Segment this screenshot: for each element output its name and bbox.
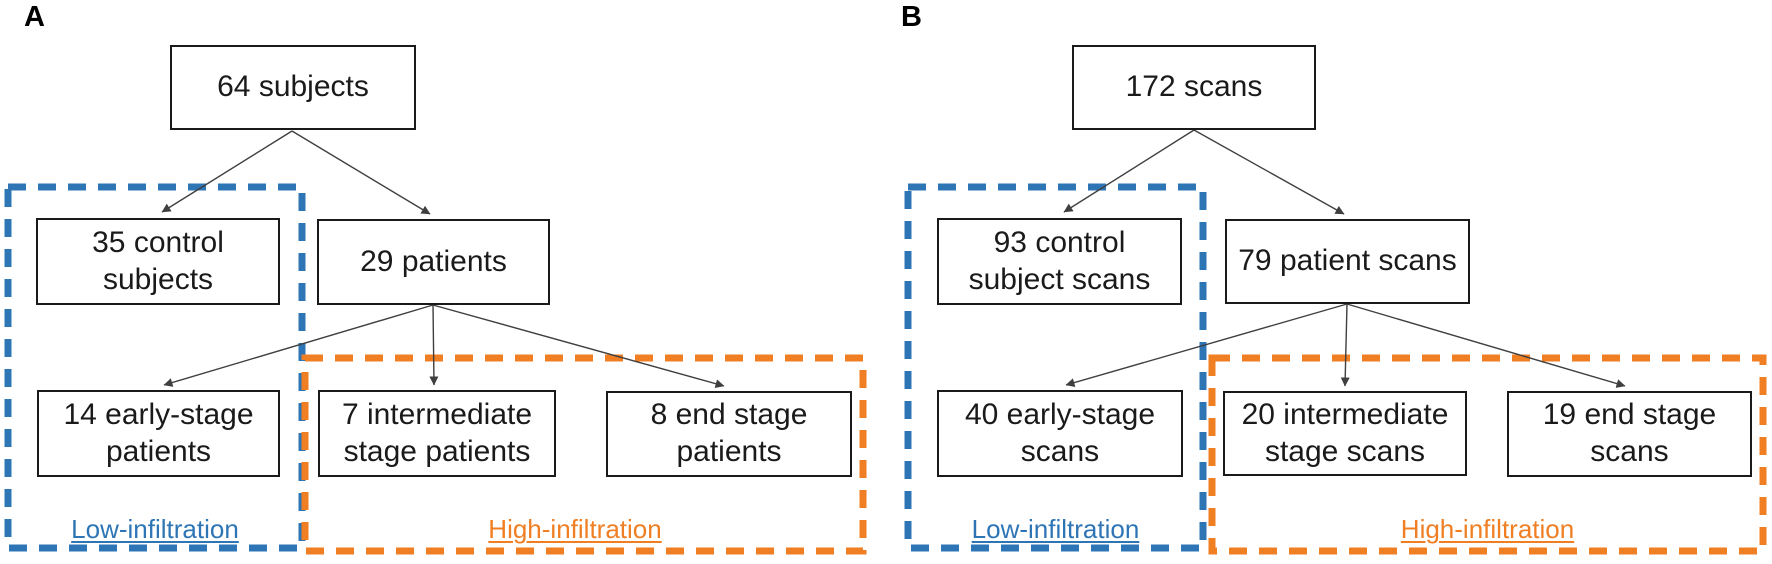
arrow-b-patients-to-intermediate <box>1340 303 1350 387</box>
box-control-subject-scans: 93 control subject scans <box>937 218 1182 305</box>
panel-label-b: B <box>901 1 922 33</box>
box-intermediate-stage-patients: 7 intermediate stage patients <box>318 390 556 477</box>
arrow-a-patients-to-early <box>163 304 434 387</box>
high-infiltration-label-a: High-infiltration <box>488 514 662 544</box>
box-control-subjects: 35 control subjects <box>36 218 280 305</box>
arrow-b-root-to-control <box>1063 129 1195 213</box>
high-infiltration-label-b: High-infiltration <box>1400 514 1575 544</box>
box-end-stage-scans: 19 end stage scans <box>1507 391 1752 477</box>
box-total-subjects: 64 subjects <box>170 45 416 130</box>
box-intermediate-stage-scans: 20 intermediate stage scans <box>1223 391 1467 476</box>
arrow-a-root-to-patients <box>291 130 431 215</box>
low-infiltration-label-a: Low-infiltration <box>71 514 239 544</box>
high-infiltration-group-outline-a <box>301 354 867 555</box>
box-total-scans: 172 scans <box>1072 45 1316 130</box>
box-early-stage-scans: 40 early-stage scans <box>937 390 1183 477</box>
high-infiltration-group-outline-b <box>1208 354 1767 555</box>
arrow-a-patients-to-end <box>432 304 725 389</box>
low-infiltration-label-b: Low-infiltration <box>971 514 1140 544</box>
box-patient-scans: 79 patient scans <box>1225 219 1470 304</box>
arrow-b-root-to-patients <box>1193 129 1345 215</box>
box-patients: 29 patients <box>317 219 550 305</box>
arrow-a-patients-to-intermediate <box>429 304 439 386</box>
box-end-stage-patients: 8 end stage patients <box>606 391 852 477</box>
panel-label-a: A <box>24 1 45 33</box>
arrow-b-patients-to-end <box>1346 303 1626 388</box>
arrow-b-patients-to-early <box>1065 303 1348 387</box>
box-early-stage-patients: 14 early-stage patients <box>37 390 280 477</box>
arrow-a-root-to-control <box>161 130 293 213</box>
